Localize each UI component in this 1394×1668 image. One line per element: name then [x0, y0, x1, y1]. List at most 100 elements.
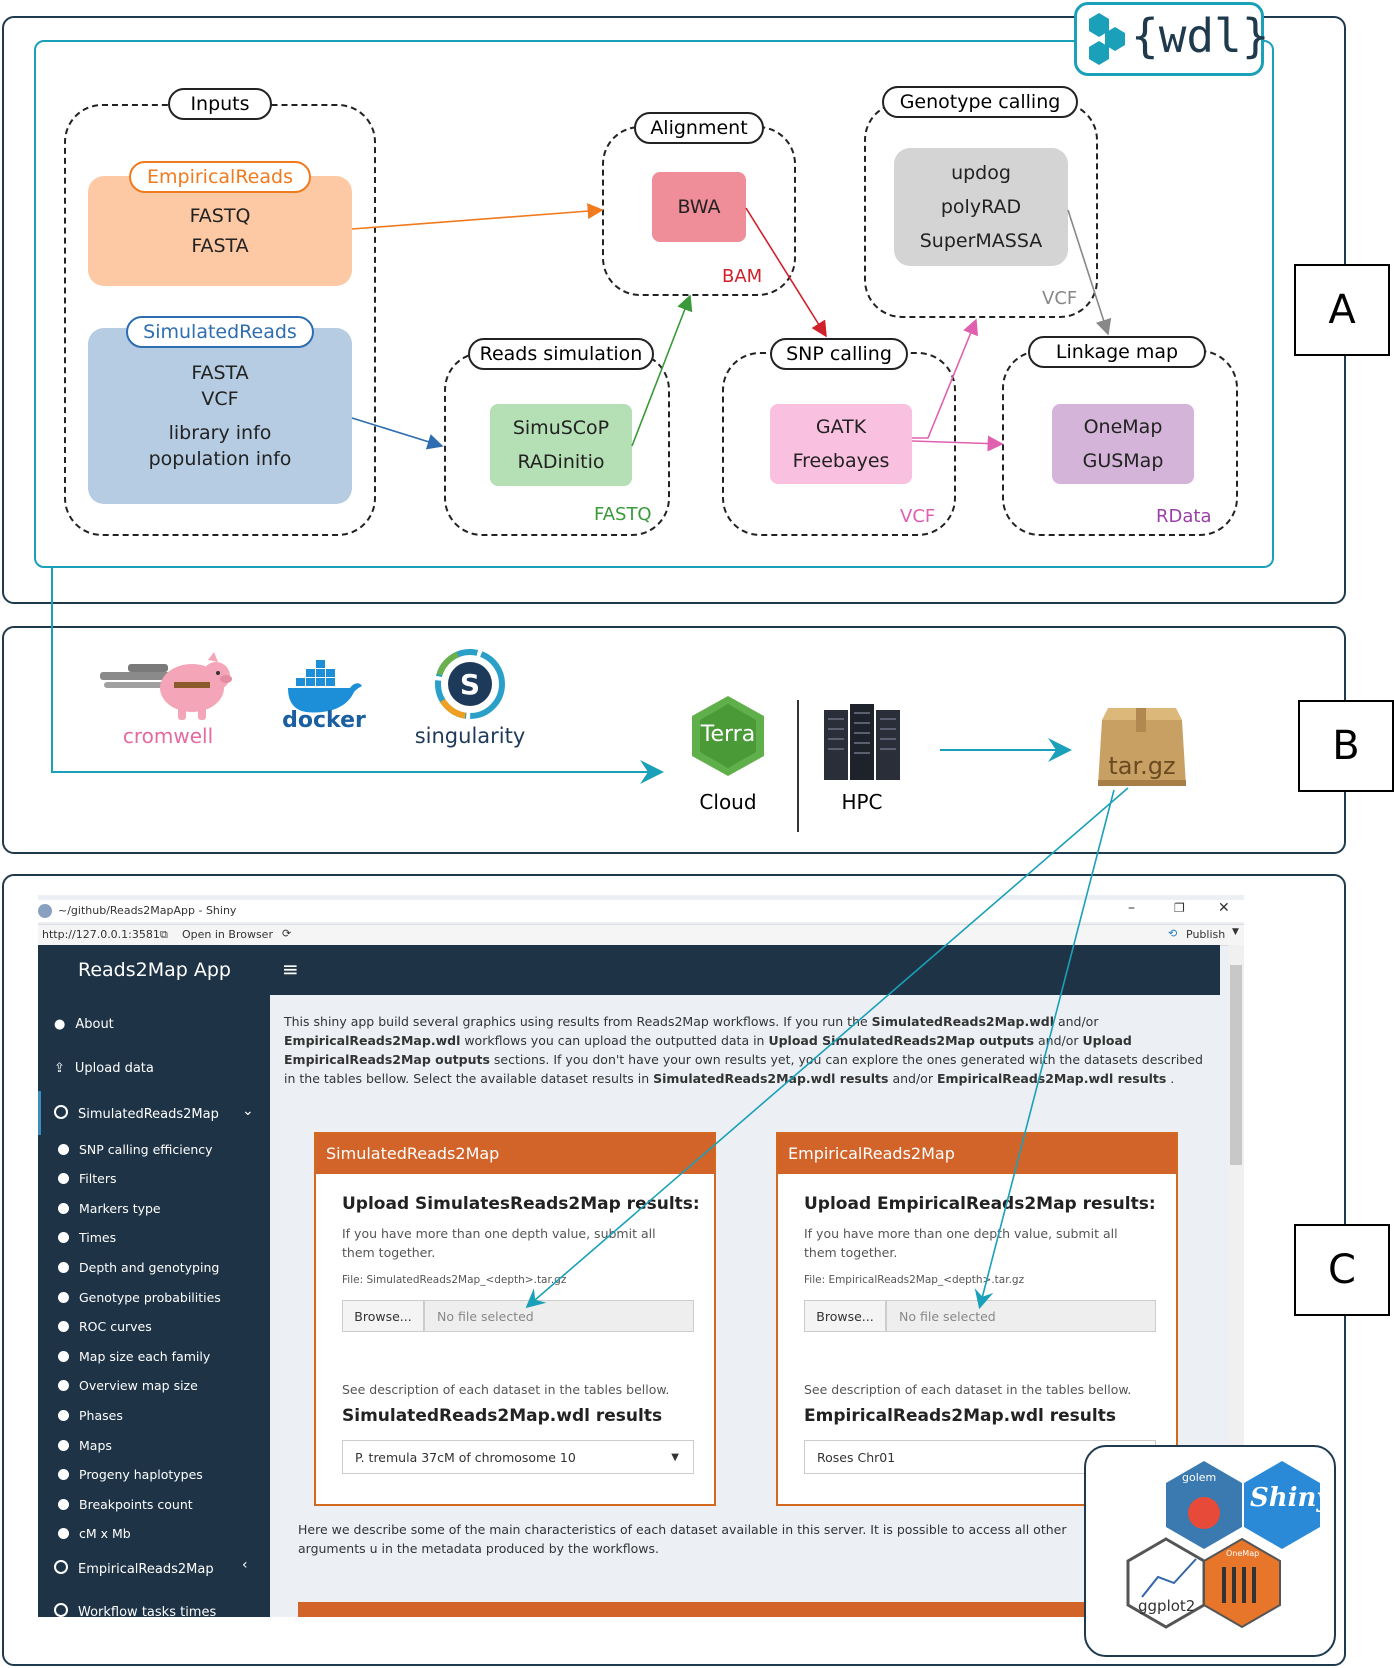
circle-icon — [58, 1440, 69, 1451]
simulated-file-input[interactable]: No file selected — [424, 1300, 694, 1332]
genotyper-3: SuperMASSA — [919, 230, 1043, 252]
circle-icon — [58, 1410, 69, 1421]
submenu-genotype-probabilities[interactable]: Genotype probabilities — [58, 1290, 221, 1305]
intro-bold: SimulatedReads2Map.wdl results — [653, 1071, 889, 1086]
submenu-depth-and-genotyping[interactable]: Depth and genotyping — [58, 1260, 219, 1275]
minimize-icon[interactable]: – — [1128, 900, 1135, 916]
archive-box-icon — [1098, 708, 1186, 786]
chevron-left-icon[interactable]: ‹ — [242, 1557, 248, 1573]
publish-button[interactable]: Publish — [1186, 928, 1226, 941]
menu-workflow-times[interactable]: Workflow tasks times — [54, 1603, 216, 1620]
simulated-dataset-select[interactable]: P. tremula 37cM of chromosome 10 ▼ — [342, 1440, 694, 1474]
scrollbar-thumb[interactable] — [1230, 965, 1242, 1165]
wdl-logo-text: {wdl} — [1131, 9, 1270, 63]
hamburger-icon[interactable]: ≡ — [282, 957, 299, 981]
submenu-overview-map-size[interactable]: Overview map size — [58, 1378, 198, 1393]
bwa-box: BWA — [652, 172, 746, 242]
simulator-1: SimuSCoP — [512, 417, 610, 439]
submenu-filters[interactable]: Filters — [58, 1171, 116, 1186]
refresh-icon[interactable]: ⟳ — [282, 927, 292, 940]
intro-text: and/or — [1053, 1014, 1099, 1029]
docker-label: docker — [282, 708, 366, 733]
submenu-cm-x-mb[interactable]: cM x Mb — [58, 1526, 131, 1541]
circle-icon — [58, 1203, 69, 1214]
menu-empirical[interactable]: EmpiricalReads2Map — [54, 1560, 214, 1577]
cromwell-label: cromwell — [122, 724, 214, 748]
intro-bold: SimulatedReads2Map.wdl — [871, 1014, 1054, 1029]
mapper-2: GUSMap — [1082, 450, 1164, 472]
simulated-upload-card: SimulatedReads2Map Upload SimulatesReads… — [314, 1132, 716, 1506]
submenu-times[interactable]: Times — [58, 1230, 116, 1245]
next-card-header — [298, 1602, 1098, 1617]
simulated-browse-button[interactable]: Browse... — [342, 1300, 424, 1332]
simulated-line-4: population info — [148, 448, 292, 470]
simulated-card-help: If you have more than one depth value, s… — [342, 1226, 656, 1260]
mapper-1: OneMap — [1083, 416, 1163, 438]
intro-text: and/or — [1034, 1033, 1083, 1048]
empirical-card-header: EmpiricalReads2Map — [778, 1134, 1176, 1174]
submenu-roc-curves[interactable]: ROC curves — [58, 1319, 152, 1334]
submenu-maps[interactable]: Maps — [58, 1438, 112, 1453]
singularity-logo-icon: S — [435, 649, 505, 719]
submenu-label: Progeny haplotypes — [79, 1467, 203, 1482]
menu-simulated-label: SimulatedReads2Map — [78, 1107, 219, 1122]
circle-icon — [58, 1292, 69, 1303]
open-in-browser-icon: ⧉ — [160, 928, 168, 941]
caller-2: Freebayes — [792, 450, 890, 472]
restore-icon[interactable]: ❐ — [1174, 901, 1185, 915]
simulated-results-title: SimulatedReads2Map.wdl results — [342, 1406, 663, 1426]
menu-upload-label: Upload data — [74, 1061, 154, 1076]
wdl-logo: {wdl} — [1074, 2, 1269, 76]
linkage-map-label: Linkage map — [1028, 336, 1206, 368]
intro-paragraph: This shiny app build several graphics us… — [284, 1012, 1214, 1088]
cromwell-pig-icon — [100, 652, 232, 720]
empirical-line-2: FASTA — [191, 235, 249, 257]
empirical-file-input[interactable]: No file selected — [886, 1300, 1156, 1332]
menu-about[interactable]: ●About — [54, 1017, 114, 1032]
intro-bold: Upload SimulatedReads2Map outputs — [768, 1033, 1035, 1048]
url-text[interactable]: http://127.0.0.1:3581 — [42, 928, 160, 941]
submenu-map-size-each-family[interactable]: Map size each family — [58, 1349, 210, 1364]
submenu-label: SNP calling efficiency — [79, 1142, 213, 1157]
upload-icon: ⇪ — [54, 1061, 65, 1076]
close-icon[interactable]: ✕ — [1218, 900, 1230, 916]
simulated-card-header: SimulatedReads2Map — [316, 1134, 714, 1174]
submenu-phases[interactable]: Phases — [58, 1408, 123, 1423]
submenu-progeny-haplotypes[interactable]: Progeny haplotypes — [58, 1467, 203, 1482]
circle-icon — [54, 1105, 68, 1119]
inputs-label: Inputs — [168, 88, 272, 120]
genotype-vcf-format: VCF — [1042, 288, 1078, 309]
submenu-label: Phases — [79, 1408, 123, 1423]
simulated-reads-label: SimulatedReads — [126, 316, 314, 348]
callers-box: GATK Freebayes — [770, 404, 912, 484]
menu-upload[interactable]: ⇪ Upload data — [54, 1061, 154, 1076]
submenu-label: ROC curves — [79, 1319, 152, 1334]
menu-workflow-times-label: Workflow tasks times — [78, 1605, 217, 1620]
open-in-browser-button[interactable]: Open in Browser — [182, 928, 273, 941]
caller-1: GATK — [815, 416, 867, 438]
wdl-workflow-frame — [34, 40, 1274, 568]
window-titlebar: ~/github/Reads2MapApp - Shiny – ❐ ✕ — [38, 900, 1244, 922]
empirical-line-1: FASTQ — [189, 205, 251, 227]
circle-icon — [58, 1528, 69, 1539]
empirical-browse-button[interactable]: Browse... — [804, 1300, 886, 1332]
circle-icon — [58, 1321, 69, 1332]
submenu-label: Breakpoints count — [79, 1497, 193, 1512]
cloud-label: Cloud — [699, 790, 757, 814]
empirical-see-description: See description of each dataset in the t… — [804, 1382, 1132, 1397]
bam-format: BAM — [722, 266, 763, 287]
submenu-snp-calling-efficiency[interactable]: SNP calling efficiency — [58, 1142, 213, 1157]
circle-icon — [54, 1560, 68, 1574]
circle-icon — [58, 1173, 69, 1184]
circle-icon — [58, 1469, 69, 1480]
genotyper-2: polyRAD — [940, 196, 1022, 218]
app-brand[interactable]: Reads2Map App — [78, 959, 231, 981]
submenu-markers-type[interactable]: Markers type — [58, 1201, 161, 1216]
circle-icon — [58, 1499, 69, 1510]
menu-simulated[interactable]: SimulatedReads2Map — [54, 1105, 219, 1122]
publish-dropdown-icon[interactable]: ▼ — [1232, 927, 1239, 937]
r-logo-icon — [38, 904, 52, 918]
submenu-breakpoints-count[interactable]: Breakpoints count — [58, 1497, 193, 1512]
intro-bold: EmpiricalReads2Map.wdl results — [936, 1071, 1167, 1086]
chevron-down-icon[interactable]: ⌄ — [242, 1103, 254, 1119]
